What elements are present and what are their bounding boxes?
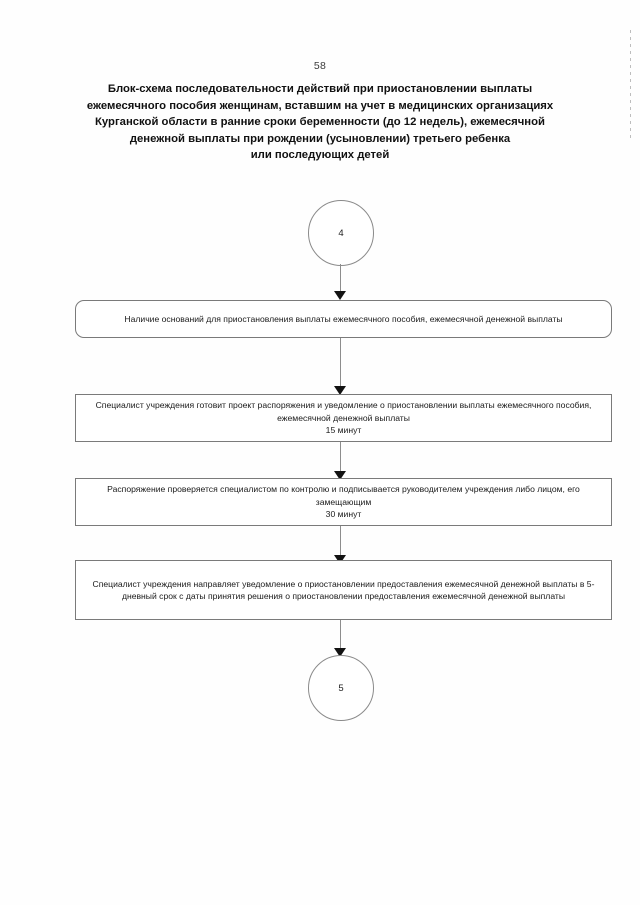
- title-line-5: или последующих детей: [250, 149, 390, 161]
- arrowhead-step2-to-step3: [334, 471, 346, 480]
- page-title: Блок-схема последовательности действий п…: [60, 81, 580, 164]
- flow-step-3-text: Распоряжение проверяется специалистом по…: [107, 484, 580, 507]
- flow-step-2-duration: 15 минут: [325, 425, 362, 436]
- flow-step-1-text: Наличие оснований для приостановления вы…: [124, 313, 563, 324]
- flow-step-4-text: Специалист учреждения направляет уведомл…: [92, 578, 595, 601]
- connector-step1-to-step2: [340, 338, 341, 388]
- flow-end-label: 5: [338, 682, 344, 694]
- title-line-2: ежемесячного пособия женщинам, вставшим …: [86, 99, 554, 112]
- title-line-3: Курганской области в ранние сроки береме…: [95, 116, 545, 128]
- scan-edge-artifact: [630, 30, 631, 140]
- flow-start-label: 4: [338, 227, 344, 239]
- connector-step2-to-step3: [340, 442, 341, 474]
- arrowhead-start-to-step1: [334, 291, 346, 300]
- flow-step-3: Распоряжение проверяется специалистом по…: [75, 478, 612, 526]
- arrowhead-step3-to-step4: [334, 555, 346, 564]
- flow-step-4: Специалист учреждения направляет уведомл…: [75, 560, 612, 620]
- flow-step-3-duration: 30 минут: [325, 509, 362, 520]
- arrowhead-step1-to-step2: [334, 386, 346, 395]
- flow-end-circle: 5: [308, 655, 374, 721]
- arrowhead-step4-to-end: [334, 648, 346, 657]
- flow-step-2-text: Специалист учреждения готовит проект рас…: [95, 400, 592, 423]
- connector-start-to-step1: [340, 264, 341, 292]
- flow-step-2: Специалист учреждения готовит проект рас…: [75, 394, 612, 442]
- flow-step-1: Наличие оснований для приостановления вы…: [75, 300, 612, 338]
- title-line-4: денежной выплаты при рождении (усыновлен…: [129, 132, 511, 145]
- flow-step-2-body: Специалист учреждения готовит проект рас…: [86, 399, 601, 436]
- flow-step-3-body: Распоряжение проверяется специалистом по…: [86, 483, 601, 520]
- page-number: 58: [313, 60, 327, 72]
- title-line-1: Блок-схема последовательности действий п…: [107, 83, 533, 95]
- flow-start-circle: 4: [308, 200, 374, 266]
- connector-step3-to-step4: [340, 526, 341, 558]
- connector-step4-to-end: [340, 620, 341, 660]
